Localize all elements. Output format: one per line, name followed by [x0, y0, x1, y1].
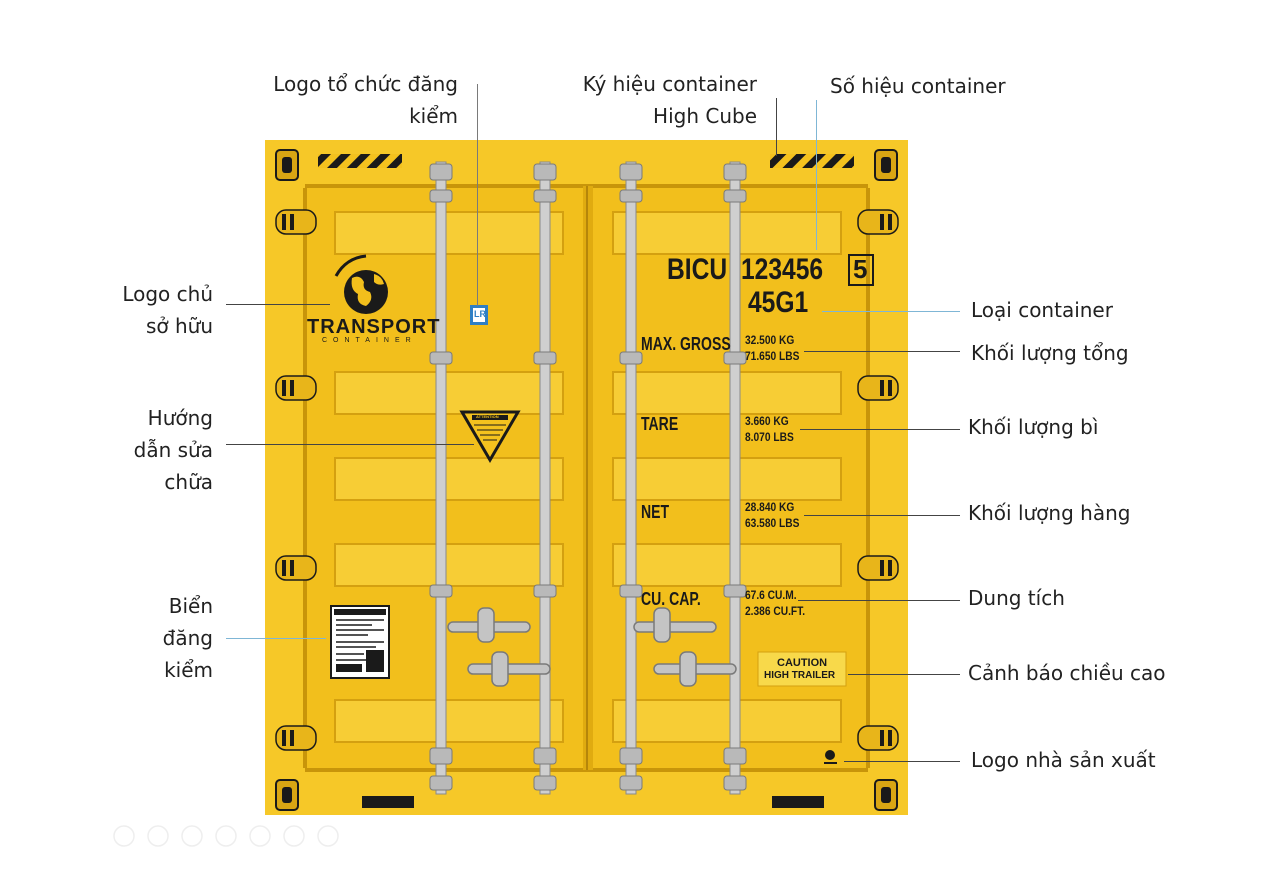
label-line: kiểm — [164, 658, 213, 682]
locking-rods — [435, 161, 741, 795]
leader-line — [776, 98, 777, 156]
right-post — [868, 140, 908, 815]
cucap-m: 67.6 CU.M. — [745, 588, 797, 602]
label-line: dẫn sửa — [133, 438, 213, 462]
label-line: High Cube — [653, 104, 757, 128]
registry-mark-text: LR — [474, 309, 486, 319]
caution-title: CAUTION — [777, 657, 828, 669]
leader-line — [816, 100, 817, 250]
left-post — [265, 140, 305, 815]
max-gross-label: MAX. GROSS — [641, 334, 731, 354]
label-line: sở hữu — [145, 314, 213, 338]
label-container-number: Số hiệu container — [830, 74, 1006, 98]
label-gross-weight: Khối lượng tổng — [971, 341, 1129, 365]
label-line: chữa — [164, 470, 213, 494]
container-owner-code: BICU — [667, 253, 728, 286]
decorative-dots — [113, 825, 339, 847]
label-line: Logo tổ chức đăng — [273, 72, 458, 96]
max-gross-lbs: 71.650 LBS — [745, 349, 800, 363]
high-cube-stripe-right — [770, 154, 854, 168]
label-manufacturer-logo: Logo nhà sản xuất — [971, 748, 1156, 772]
leader-line — [844, 761, 960, 762]
tare-lbs: 8.070 LBS — [745, 430, 794, 444]
leader-line — [477, 84, 478, 306]
label-inspection-plate: Biển đăng kiểm — [163, 590, 213, 686]
leader-line — [226, 304, 330, 305]
check-digit-box — [848, 254, 874, 286]
attention-text: ATTENTION — [476, 414, 499, 419]
brand-name: TRANSPORT — [307, 316, 441, 338]
label-line: đăng — [162, 626, 213, 650]
leader-line — [226, 638, 326, 639]
right-door-panels — [612, 211, 842, 743]
left-door-panels — [334, 211, 564, 743]
label-owner-logo: Logo chủ sở hữu — [122, 278, 213, 342]
bottom-rail — [265, 770, 908, 815]
net-kg: 28.840 KG — [745, 500, 795, 514]
cucap-label: CU. CAP. — [641, 589, 701, 609]
brand-subtitle: CONTAINER — [322, 337, 417, 344]
label-container-type: Loại container — [971, 298, 1113, 322]
label-capacity: Dung tích — [968, 586, 1065, 610]
label-line: Ký hiệu container — [582, 72, 757, 96]
label-inspection-logo: Logo tổ chức đăng kiểm — [273, 68, 458, 132]
caution-sticker — [757, 651, 847, 687]
label-line: Logo chủ — [122, 282, 213, 306]
tare-kg: 3.660 KG — [745, 414, 789, 428]
container-check-digit: 5 — [853, 254, 868, 284]
caution-subtitle: HIGH TRAILER — [764, 670, 836, 681]
leader-line — [226, 444, 474, 445]
leader-line — [804, 351, 960, 352]
label-line: kiểm — [409, 104, 458, 128]
manufacturer-logo-icon — [824, 750, 837, 764]
container-type-code: 45G1 — [748, 286, 809, 319]
label-line: Hướng — [147, 406, 213, 430]
leader-line — [800, 429, 960, 430]
label-net-weight: Khối lượng hàng — [968, 501, 1131, 525]
leader-line — [798, 600, 960, 601]
label-high-cube-symbol: Ký hiệu container High Cube — [583, 68, 757, 132]
label-repair-guide: Hướng dẫn sửa chữa — [134, 402, 213, 498]
container-serial: 123456 — [741, 253, 824, 286]
inspection-plate-icon — [330, 605, 390, 679]
max-gross-kg: 32.500 KG — [745, 333, 795, 347]
attention-triangle-icon — [459, 410, 521, 463]
leader-line — [804, 515, 960, 516]
net-label: NET — [641, 502, 670, 522]
leader-line — [848, 674, 960, 675]
cucap-ft: 2.386 CU.FT. — [745, 604, 806, 618]
label-line: Biển — [168, 594, 213, 618]
net-lbs: 63.580 LBS — [745, 516, 800, 530]
globe-icon — [334, 254, 388, 314]
tare-label: TARE — [641, 414, 679, 434]
label-height-warning: Cảnh báo chiều cao — [968, 661, 1166, 685]
label-tare-weight: Khối lượng bì — [968, 415, 1099, 439]
door-handles — [447, 607, 737, 687]
leader-line — [822, 311, 960, 312]
high-cube-stripe-left — [318, 154, 402, 168]
